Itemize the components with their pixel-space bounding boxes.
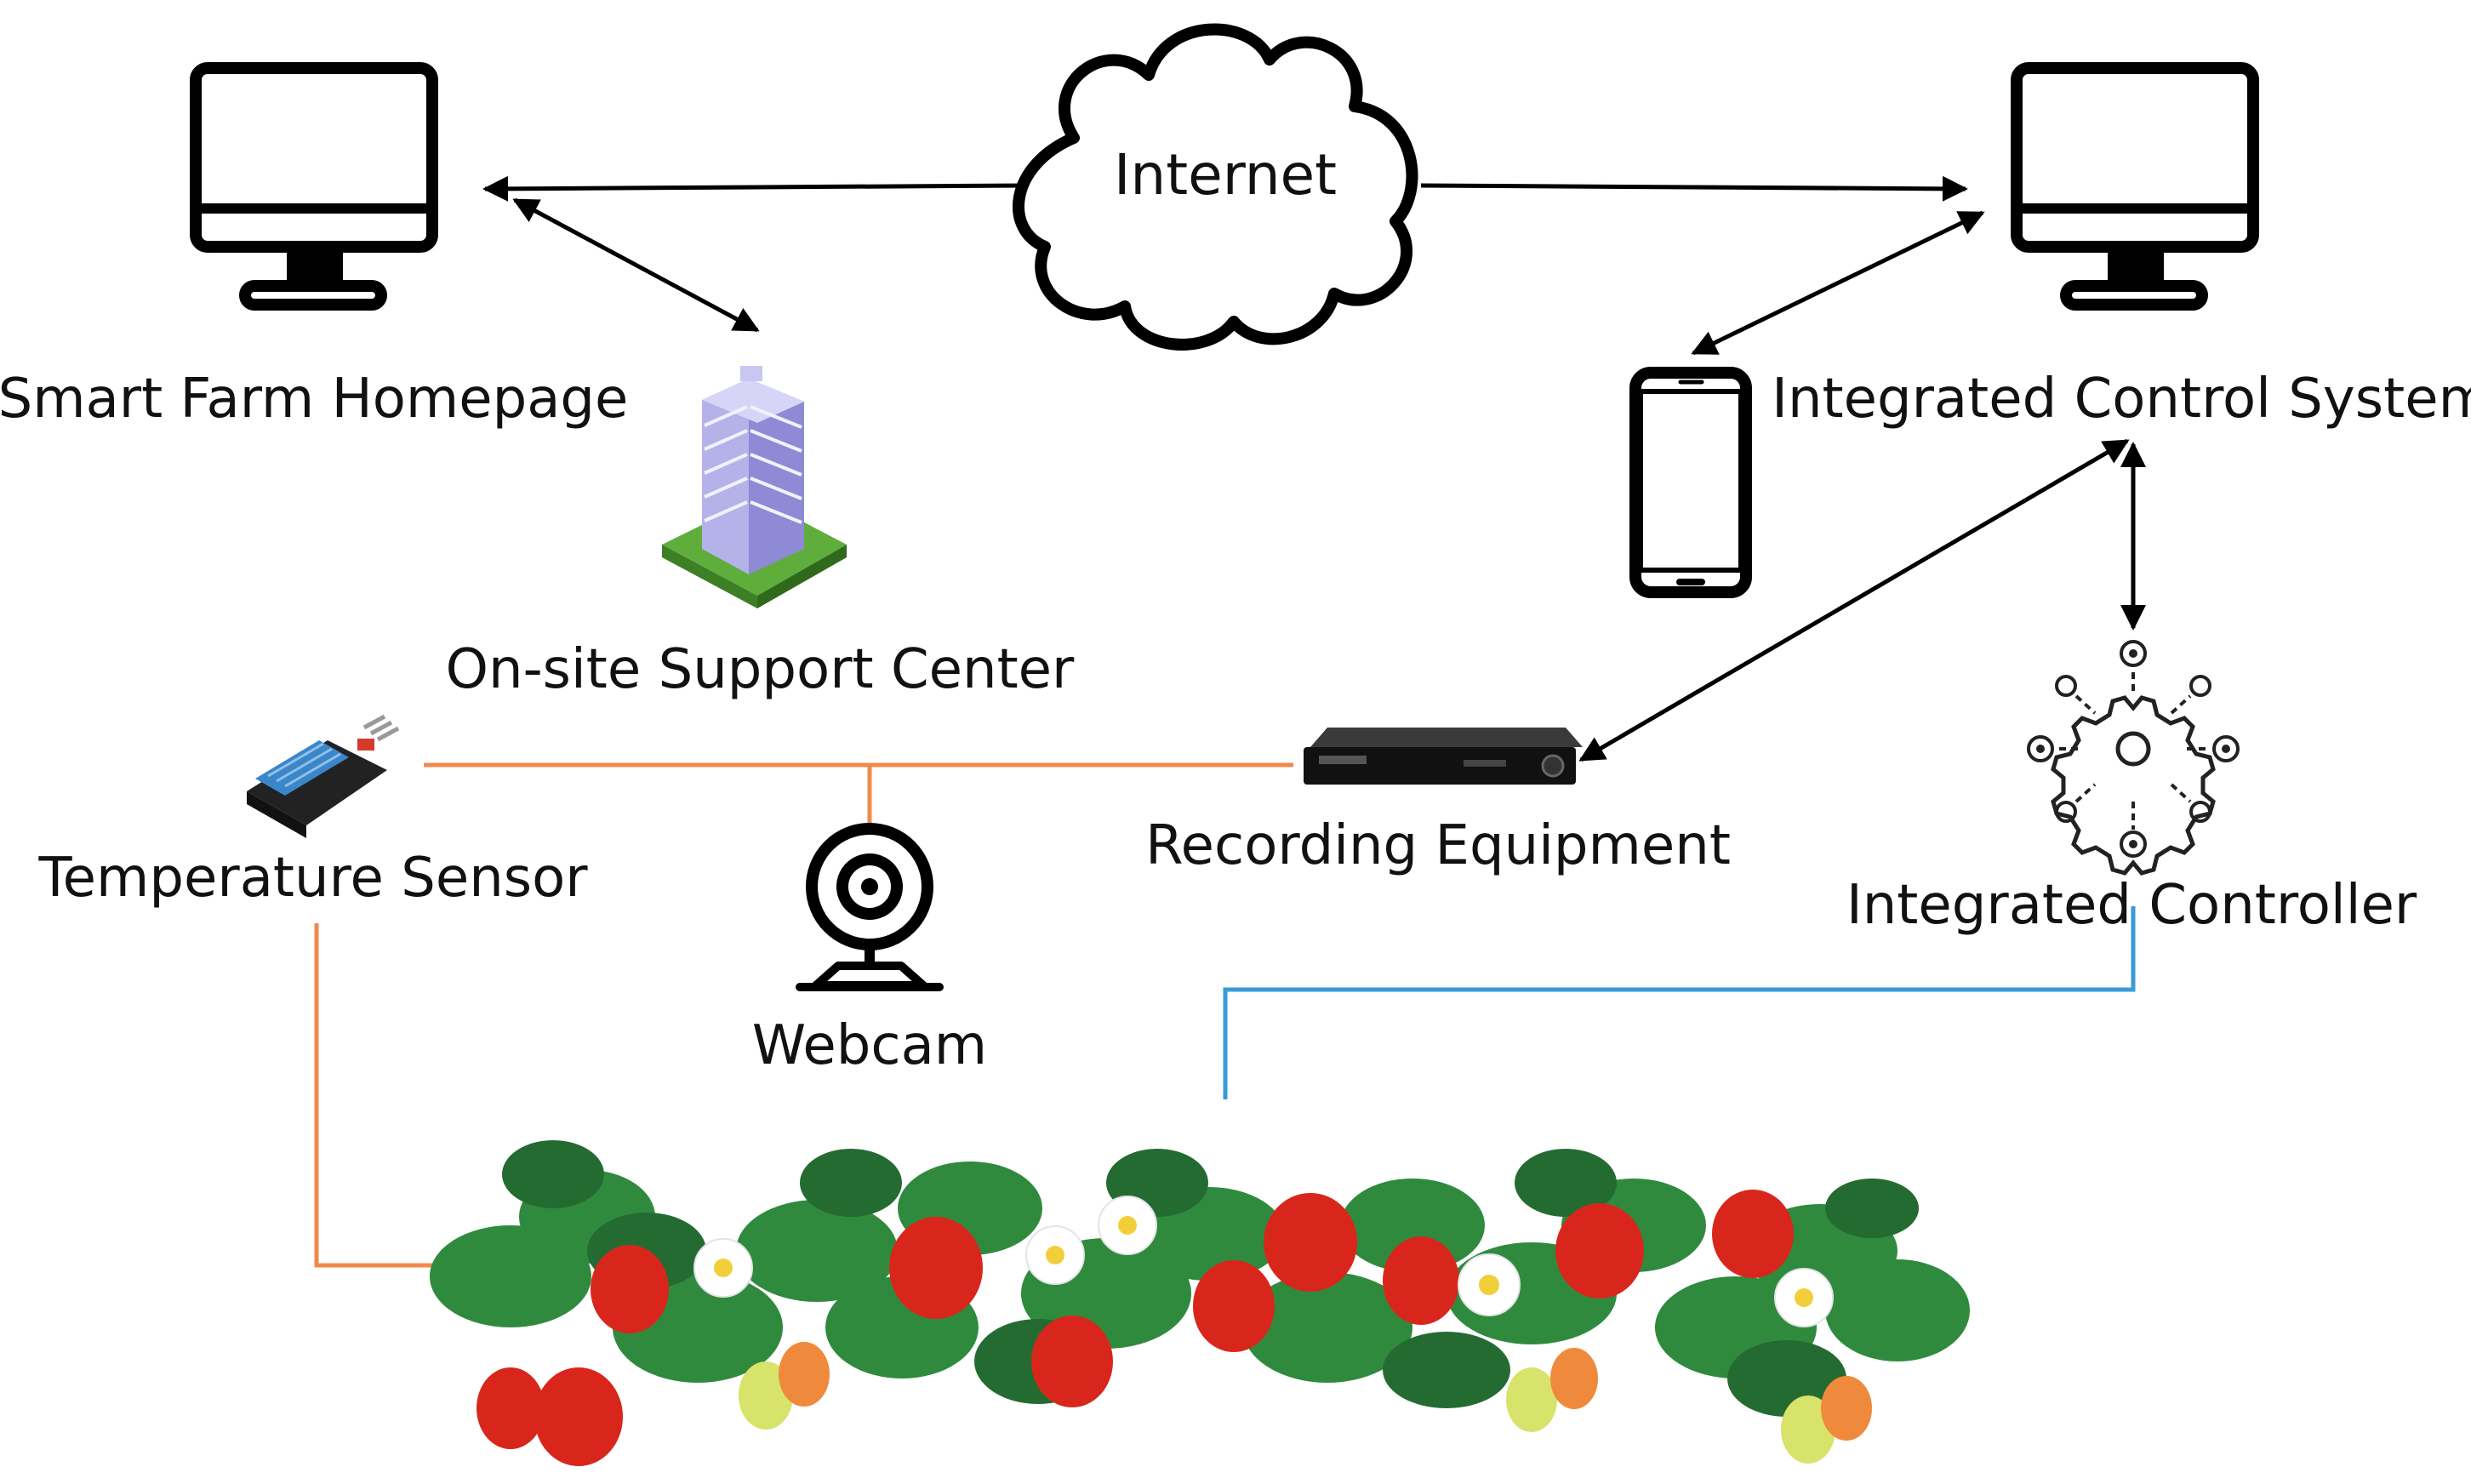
temperature-sensor-label: Temperature Sensor bbox=[37, 847, 588, 910]
arrow-internet-control-system bbox=[1420, 175, 1968, 202]
integrated-control-system-label: Integrated Control System bbox=[1772, 368, 2471, 431]
arrow-control-system-recorder bbox=[1578, 438, 2130, 762]
arrow-control-system-smartphone bbox=[1691, 210, 1985, 356]
monitor-icon bbox=[2011, 62, 2259, 311]
orange-sensor-bus bbox=[314, 762, 1293, 1268]
integrated-controller-label: Integrated Controller bbox=[1846, 874, 2417, 937]
arrow-homepage-internet bbox=[482, 175, 1026, 202]
strawberry-plants-image bbox=[430, 1140, 1970, 1466]
smart-farm-homepage-label: Smart Farm Homepage bbox=[0, 368, 628, 431]
blue-controller-link bbox=[1223, 906, 2136, 1099]
onsite-support-center-label: On-site Support Center bbox=[446, 638, 1075, 701]
webcam-icon bbox=[796, 823, 944, 991]
webcam-label: Webcam bbox=[752, 1014, 987, 1077]
recording-equipment-label: Recording Equipment bbox=[1145, 814, 1731, 877]
cloud-icon: Internet bbox=[1013, 23, 1418, 351]
gear-network-icon bbox=[2027, 640, 2240, 876]
building-icon bbox=[662, 366, 847, 608]
dvr-icon bbox=[1304, 728, 1583, 785]
internet-label: Internet bbox=[1114, 142, 1337, 208]
sensor-icon bbox=[247, 714, 400, 838]
arrow-homepage-support-center bbox=[512, 197, 760, 333]
smartphone-icon bbox=[1629, 367, 1752, 598]
monitor-icon bbox=[190, 62, 438, 311]
